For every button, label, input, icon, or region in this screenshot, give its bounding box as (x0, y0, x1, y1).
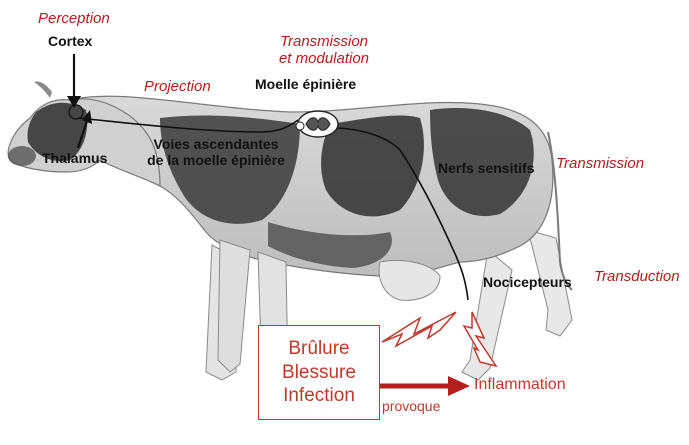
label-nocicepteurs: Nocicepteurs (483, 274, 572, 290)
lightning-bolt-icon (381, 311, 457, 348)
label-voies-line2: de la moelle épinière (147, 152, 285, 169)
label-perception: Perception (38, 10, 110, 27)
causes-box: Brûlure Blessure Infection (258, 325, 380, 420)
cause-item: Brûlure (288, 337, 350, 359)
label-transmission-modulation-line2: et modulation (278, 50, 370, 68)
label-cortex: Cortex (48, 33, 93, 49)
cause-item: Infection (283, 385, 355, 407)
thalamus-arrow-icon (76, 110, 92, 149)
label-nerfs-sensitifs: Nerfs sensitifs (438, 160, 535, 176)
label-transmission: Transmission (556, 155, 645, 172)
label-voies-line1: Voies ascendantes (153, 136, 279, 152)
label-transmission-modulation-line1: Transmission (279, 33, 369, 50)
label-projection: Projection (144, 78, 211, 95)
cause-item: Blessure (282, 361, 356, 383)
spinal-cord-icon (295, 110, 339, 138)
label-transmission-modulation: Transmission et modulation (270, 33, 378, 68)
label-voies-ascendantes: Voies ascendantes de la moelle épinière (128, 136, 304, 168)
label-thalamus: Thalamus (42, 150, 108, 166)
lightning-bolt-icon (462, 311, 498, 368)
label-moelle-epiniere: Moelle épinière (255, 76, 357, 92)
label-inflammation: Inflammation (474, 376, 566, 393)
cortex-arrow-icon (67, 54, 81, 108)
label-provoque: provoque (382, 398, 441, 414)
label-transduction: Transduction (594, 268, 680, 285)
arrow-icon (380, 376, 470, 396)
